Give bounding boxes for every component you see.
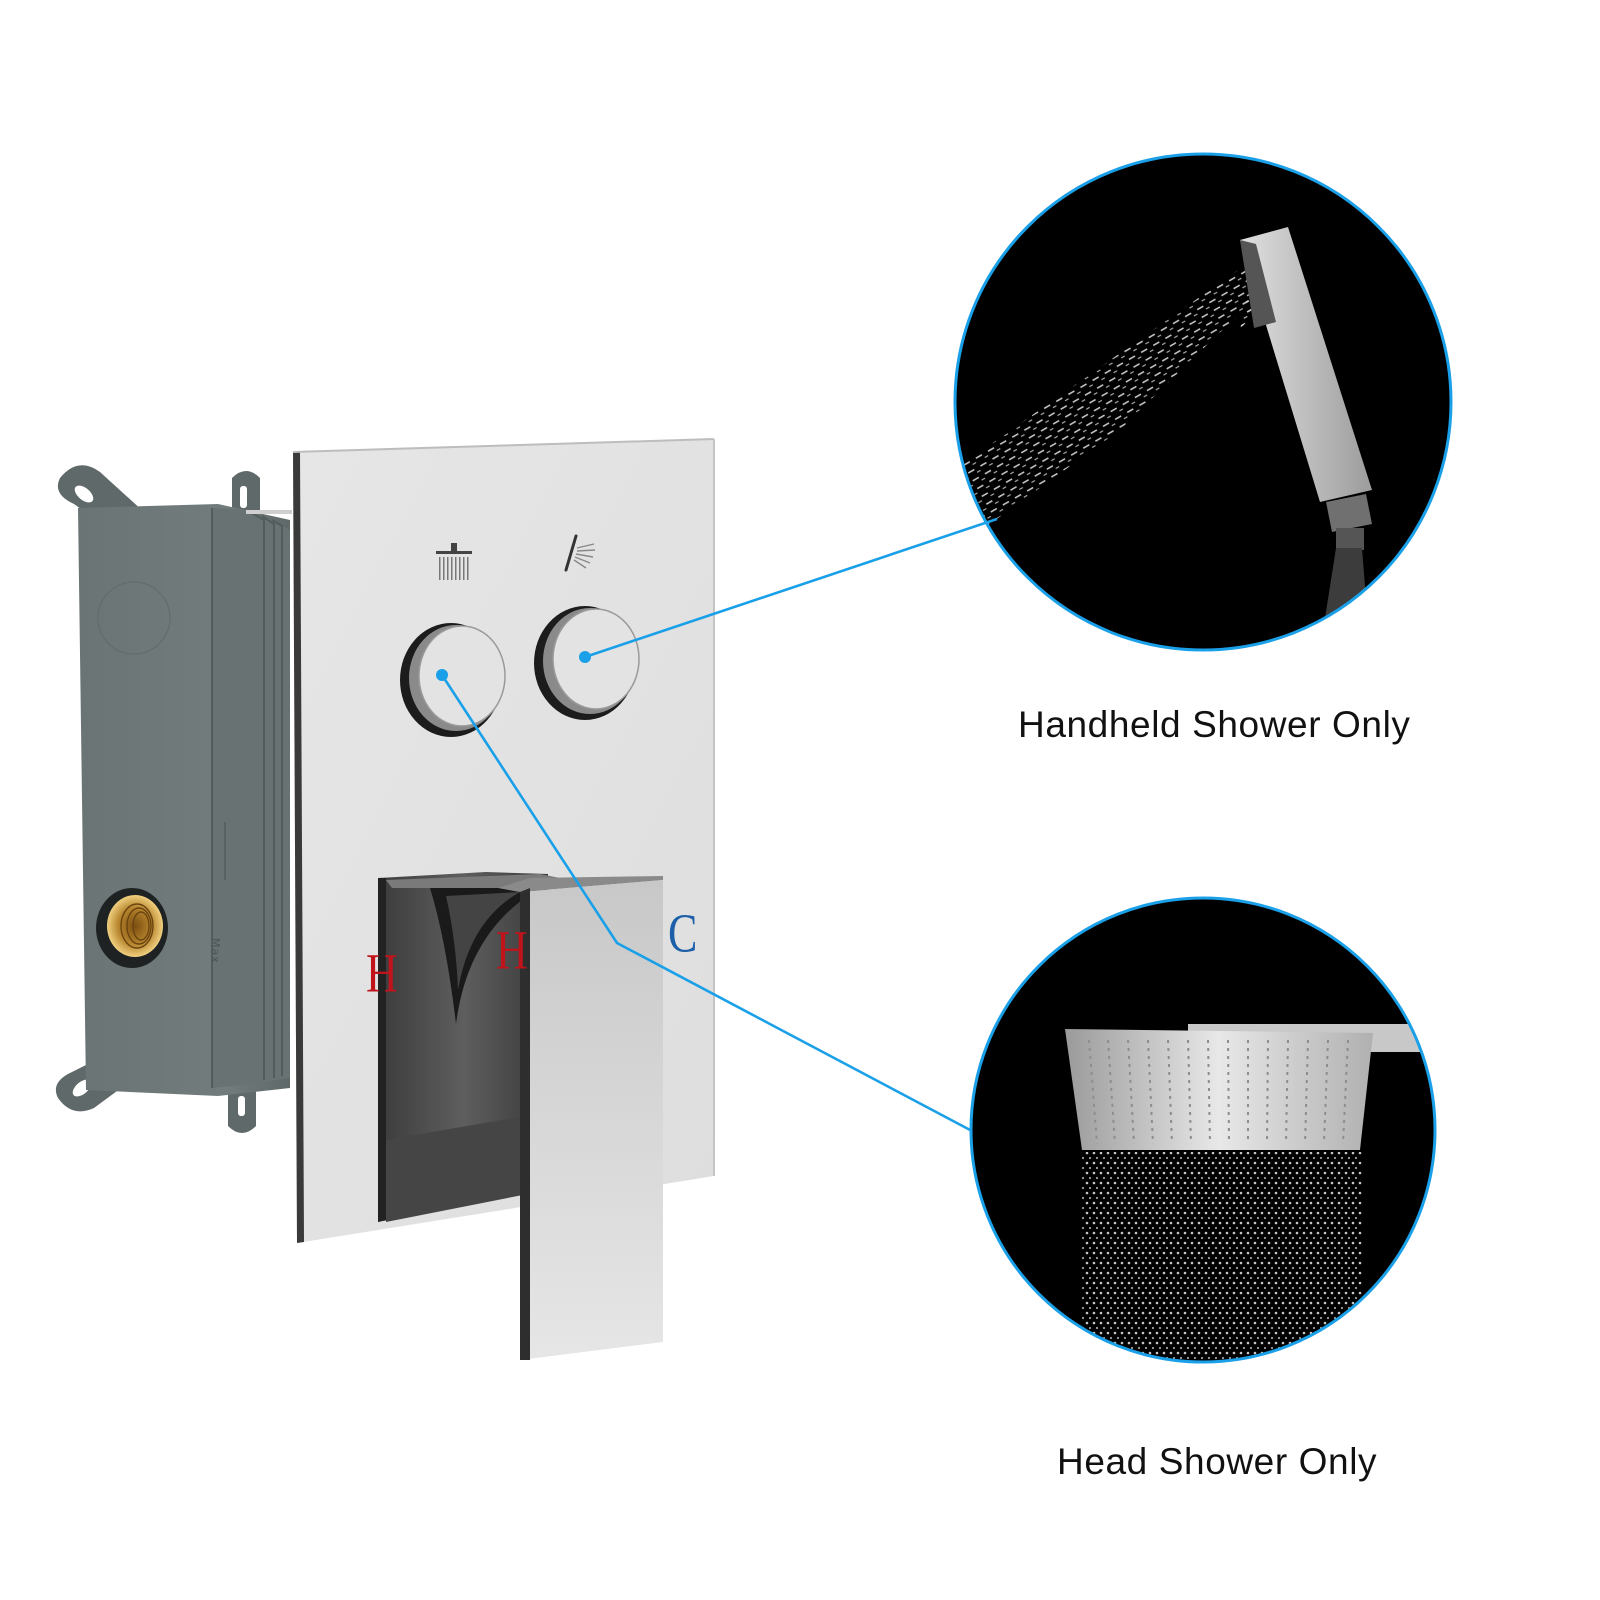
lever-handle[interactable] (498, 876, 663, 1360)
rain-shower-icon (436, 543, 472, 580)
handheld-shower-photo (953, 152, 1453, 652)
hot-label-left: H (366, 942, 398, 1004)
head-shower-button[interactable] (400, 623, 506, 737)
valve-body (378, 872, 570, 1222)
hot-label-right: H (496, 919, 528, 981)
caption-head-shower: Head Shower Only (1057, 1441, 1378, 1482)
cold-label: C (668, 902, 698, 964)
head-shower-photo (969, 896, 1437, 1364)
pointer-dot-icon (579, 651, 591, 663)
rough-in-box (55, 465, 292, 1133)
pointer-dot-icon (436, 669, 448, 681)
leader-line-handheld (579, 517, 998, 663)
box-marking: Max (209, 938, 222, 964)
caption-handheld-shower: Handheld Shower Only (1018, 704, 1411, 745)
handheld-shower-icon (564, 534, 596, 572)
leader-line-head (436, 669, 973, 1133)
